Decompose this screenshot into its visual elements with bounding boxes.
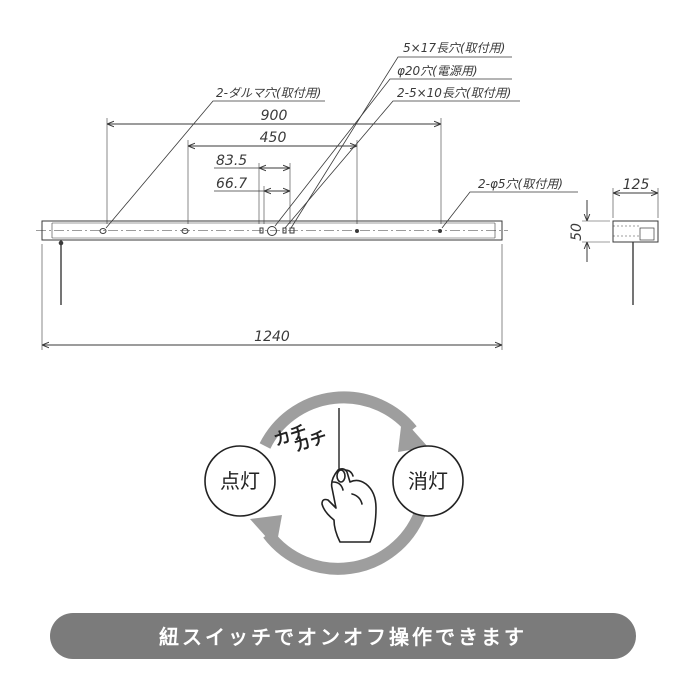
phi5-hole-right xyxy=(438,229,442,233)
daruma-hole-right xyxy=(181,228,189,234)
daruma-hole-left xyxy=(99,228,107,234)
pull-cord-knob xyxy=(58,240,64,246)
dim-450-label: 450 xyxy=(260,130,287,146)
banner-background xyxy=(50,613,636,659)
side-view-body xyxy=(612,220,659,243)
on-label: 点灯 xyxy=(220,469,260,493)
off-label: 消灯 xyxy=(408,469,448,493)
dim-50-label: 50 xyxy=(569,223,585,241)
phi5-hole-left xyxy=(355,229,359,233)
hand-pulling-cord-icon xyxy=(321,468,377,543)
dim-66_7-label: 66.7 xyxy=(216,176,247,192)
leader-daruma xyxy=(105,100,325,229)
cycle-arrow-top xyxy=(259,391,417,449)
annotation-daruma: 2-ダルマ穴(取付用) xyxy=(216,86,321,100)
leader-slot-5x10 xyxy=(284,100,520,229)
leader-slot-5x17 xyxy=(290,56,512,229)
slot-5x10-left xyxy=(259,227,264,234)
switch-diagram: 点灯 消灯 カチ カチ xyxy=(204,391,464,575)
on-circle xyxy=(204,445,276,517)
phi20-power-hole xyxy=(267,226,277,236)
banner-text: 紐スイッチでオンオフ操作できます xyxy=(159,625,527,649)
annotation-phi5: 2-φ5穴(取付用) xyxy=(478,177,563,191)
cycle-arrow-bottom-head xyxy=(250,515,282,548)
dim-1240-label: 1240 xyxy=(254,329,290,345)
off-circle xyxy=(392,445,464,517)
slot-5x10-right xyxy=(282,227,287,234)
annotation-phi20: φ20穴(電源用) xyxy=(397,64,478,78)
dim-83_5-label: 83.5 xyxy=(216,153,247,169)
annotation-slot-5x17: 5×17長穴(取付用) xyxy=(403,41,505,55)
technical-drawing xyxy=(36,56,659,350)
dim-900-label: 900 xyxy=(261,108,288,124)
slot-5x17 xyxy=(289,227,295,234)
leader-phi5 xyxy=(441,191,578,229)
leader-phi20 xyxy=(274,78,512,227)
annotation-slot-2-5x10: 2-5×10長穴(取付用) xyxy=(397,86,511,100)
cycle-arrow-bottom xyxy=(263,510,426,575)
cycle-arrow-top-head xyxy=(398,418,428,452)
dim-125-label: 125 xyxy=(623,177,650,193)
